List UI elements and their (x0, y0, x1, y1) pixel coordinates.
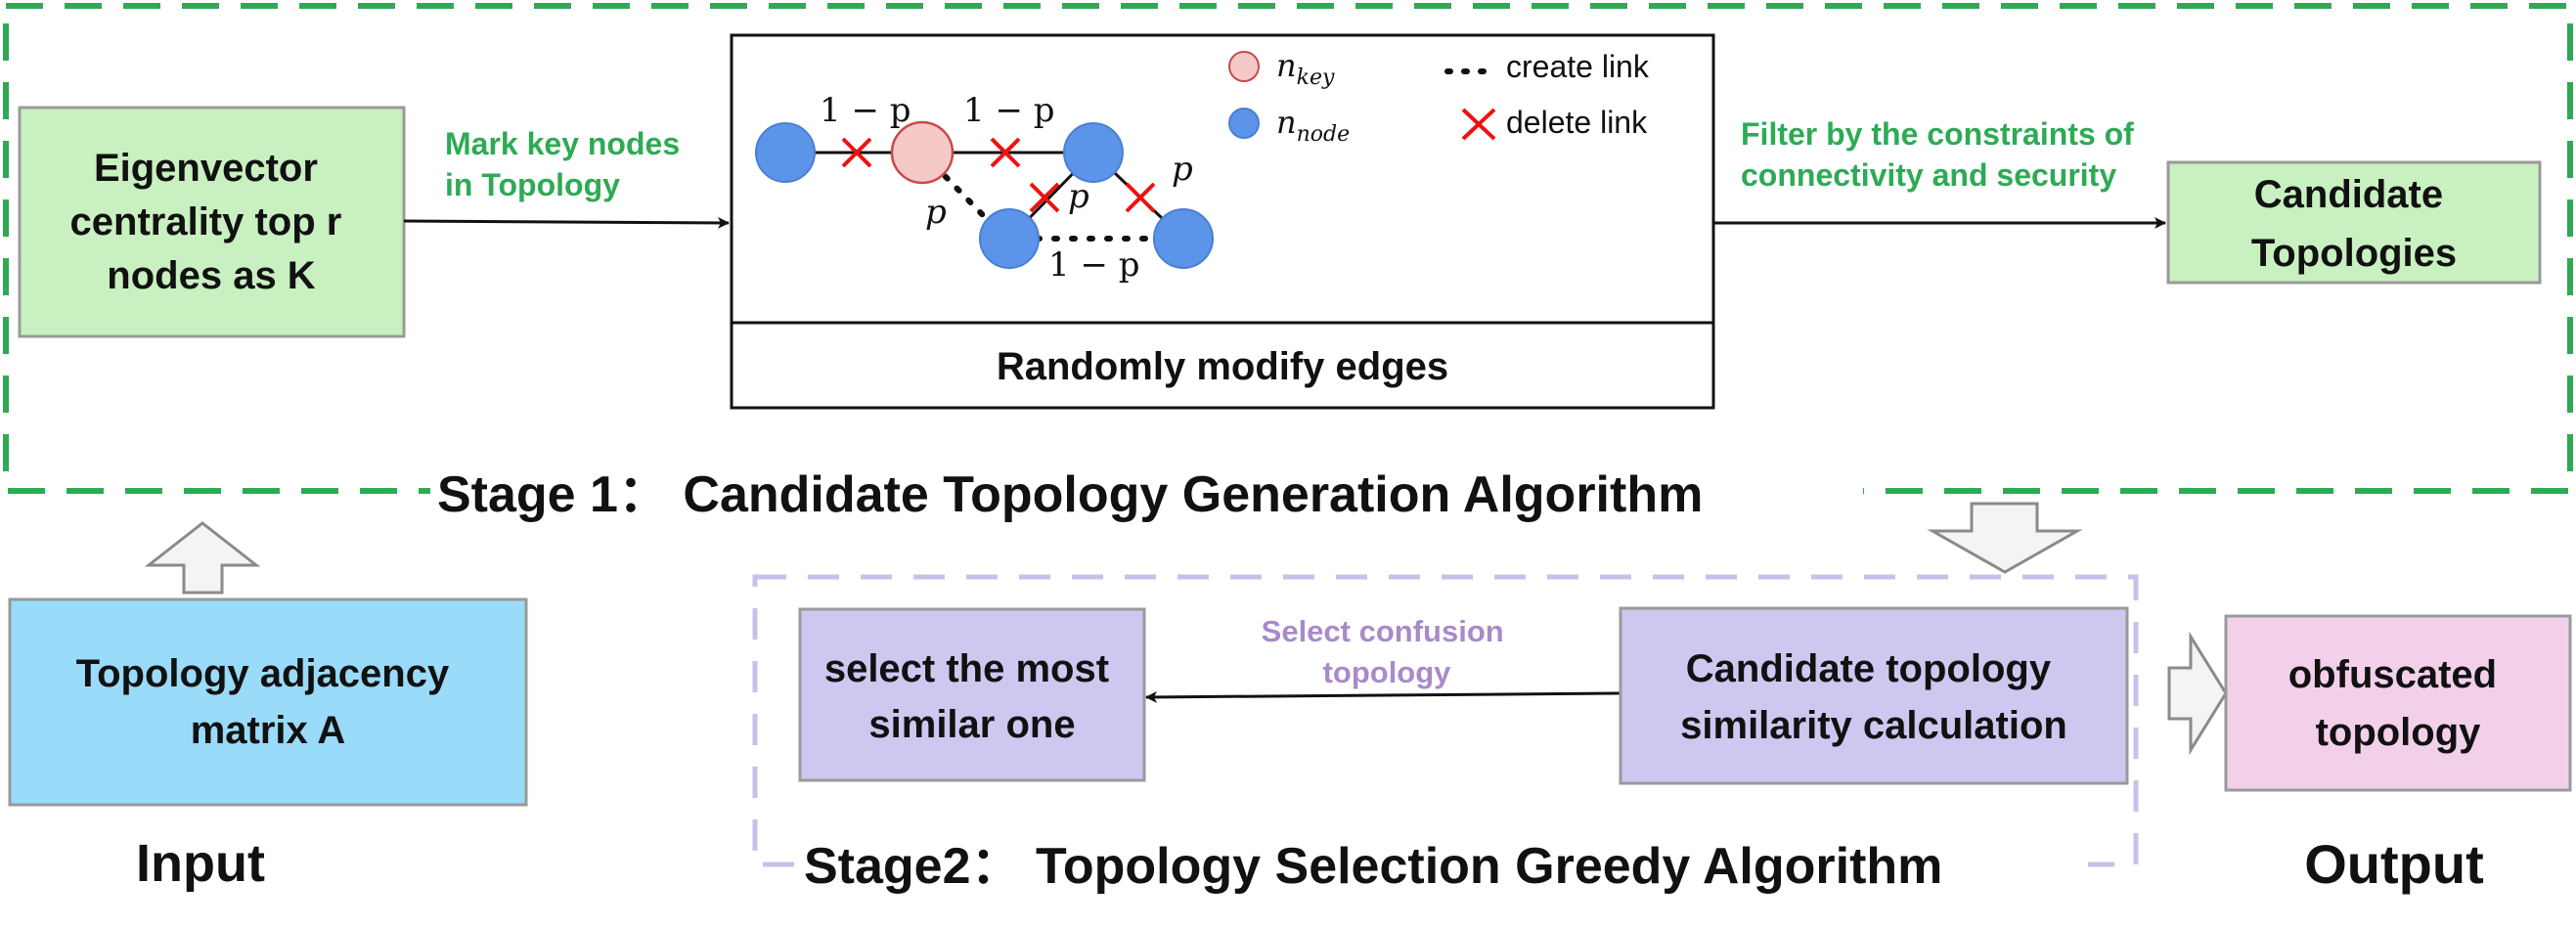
graph-key-node (890, 120, 955, 185)
edge-label-1: 1 − p (820, 91, 911, 130)
edge-label-6: 1 − p (1048, 245, 1140, 285)
arrow-eigen-to-topology (403, 216, 730, 229)
select-most-similar-text: select the most similar one (824, 647, 1120, 746)
graph-node-1 (755, 122, 816, 183)
edge-label-5: p (1172, 150, 1193, 189)
select-most-similar-box (798, 607, 1146, 782)
legend-node-swatch (1228, 108, 1260, 139)
legend-key-node-label: nkey (1276, 47, 1335, 90)
delete-cross-3 (1029, 182, 1060, 213)
legend-key-node-swatch (1228, 51, 1260, 82)
output-right-arrow (2167, 631, 2228, 756)
arrow-similarity-to-select (1145, 690, 1621, 703)
legend-delete-link-label: delete link (1506, 105, 1648, 140)
legend-node-label: nnode (1276, 104, 1350, 147)
eigenvector-box-text: Eigenvector centrality top r nodes as K (70, 147, 353, 297)
edge-label-3: p (925, 193, 947, 232)
random-modify-box (730, 33, 1715, 410)
graph-node-2 (1063, 122, 1124, 183)
input-adjacency-text: Topology adjacency matrix A (76, 652, 461, 752)
edge-label-2: 1 − p (963, 91, 1055, 130)
delete-cross-1 (841, 137, 872, 168)
candidate-topologies-text: Candidate Topologies (2251, 173, 2457, 275)
eigenvector-box (18, 106, 406, 338)
legend-create-link-label: create link (1506, 49, 1650, 84)
random-modify-caption: Randomly modify edges (997, 345, 1448, 388)
candidate-topologies-box (2166, 160, 2542, 285)
graph-node-3 (979, 208, 1040, 269)
similarity-calculation-box (1619, 606, 2129, 785)
similarity-calculation-text: Candidate topology similarity calculatio… (1680, 647, 2067, 747)
delete-cross-2 (990, 137, 1021, 168)
graph-node-4 (1153, 208, 1214, 269)
stage-down-arrow (1927, 502, 2083, 574)
stage1-title: Stage 1： Candidate Topology Generation A… (437, 466, 1703, 523)
input-up-arrow (144, 521, 261, 595)
input-label: Input (136, 834, 265, 893)
stage2-title: Stage2： Topology Selection Greedy Algori… (804, 838, 1942, 895)
filter-label: Filter by the constraints of connectivit… (1741, 116, 2143, 193)
mark-key-nodes-label: Mark key nodes in Topology (445, 126, 688, 202)
input-adjacency-box (8, 597, 528, 807)
output-label: Output (2304, 833, 2483, 895)
select-confusion-label: Select confusion topology (1262, 614, 1513, 689)
obfuscated-topology-text: obfuscated topology (2288, 653, 2508, 754)
stage1-title-backdrop (430, 460, 1863, 526)
stage2-container (752, 574, 2139, 867)
delete-cross-4 (1125, 182, 1156, 213)
legend-delete-link-swatch (1461, 108, 1496, 141)
stage2-title-backdrop (797, 831, 2088, 900)
obfuscated-topology-box (2224, 614, 2572, 792)
edge-label-4: p (1068, 177, 1089, 216)
